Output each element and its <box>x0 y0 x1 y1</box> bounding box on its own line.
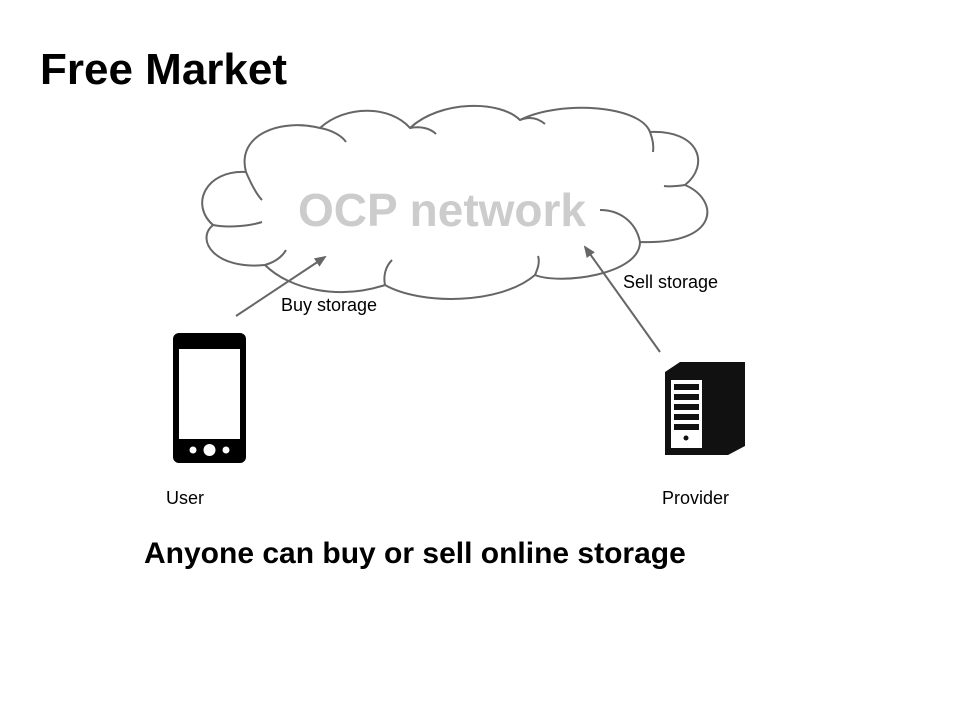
cloud-label: OCP network <box>298 184 586 236</box>
sell-storage-label: Sell storage <box>623 272 718 292</box>
sell-arrow <box>583 245 661 353</box>
smartphone-icon <box>173 333 246 463</box>
buy-arrow <box>235 255 327 317</box>
cloud-shape <box>201 104 709 300</box>
buy-storage-label: Buy storage <box>281 295 377 315</box>
server-icon <box>665 362 745 455</box>
user-label: User <box>166 488 204 508</box>
slide-title: Free Market <box>40 45 288 94</box>
provider-label: Provider <box>662 488 729 508</box>
slide-subtitle: Anyone can buy or sell online storage <box>144 537 686 570</box>
